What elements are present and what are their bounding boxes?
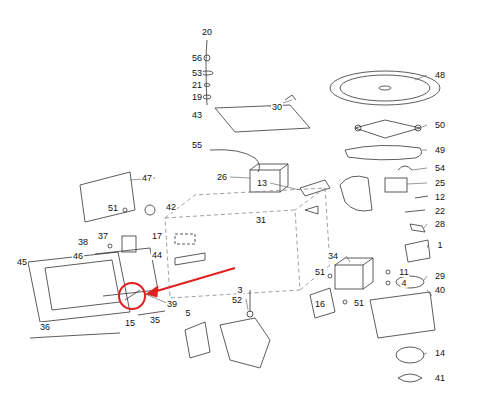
callout-number: 51	[314, 267, 326, 277]
mount-plate	[370, 292, 435, 338]
callout-number: 12	[434, 192, 446, 202]
turntable-hub	[379, 86, 391, 90]
washer	[204, 84, 210, 87]
callout-number: 54	[434, 163, 446, 173]
bracket	[305, 206, 318, 214]
callout-number: 25	[434, 178, 446, 188]
callout-number: 48	[434, 70, 446, 80]
leader-lines	[130, 75, 432, 354]
callout-number: 28	[434, 219, 446, 229]
bracket	[185, 322, 210, 358]
roller	[355, 125, 361, 131]
callout-number: 45	[16, 257, 28, 267]
turntable	[330, 71, 440, 105]
callout-number: 37	[97, 231, 109, 241]
diode	[405, 210, 425, 212]
callout-number: 53	[191, 68, 203, 78]
roller-support	[355, 120, 420, 138]
lamp	[145, 205, 155, 215]
fan-motor	[396, 276, 424, 288]
callout-number: 15	[124, 318, 136, 328]
door	[28, 252, 130, 322]
callout-number: 56	[191, 53, 203, 63]
callout-number: 19	[191, 92, 203, 102]
callout-number: 16	[314, 299, 326, 309]
callout-number: 29	[434, 271, 446, 281]
washer	[204, 55, 210, 61]
clip	[285, 95, 296, 100]
magnetron	[335, 258, 373, 289]
callout-number: 50	[434, 120, 446, 130]
screw	[386, 270, 390, 274]
duct	[340, 176, 372, 211]
callout-number: 36	[39, 322, 51, 332]
fan-cover	[398, 374, 422, 382]
callout-number: 5	[184, 308, 191, 318]
callout-number: 11	[398, 267, 409, 277]
magnetron	[335, 265, 363, 289]
mounting-plate	[215, 105, 310, 132]
callout-number: 42	[165, 202, 177, 212]
callout-number: 39	[166, 299, 178, 309]
latch	[175, 234, 195, 244]
door-window	[45, 260, 120, 310]
switch	[300, 180, 330, 196]
clip	[398, 166, 412, 170]
callout-number: 49	[434, 145, 446, 155]
fuse-holder	[410, 224, 425, 232]
callout-number: 41	[434, 373, 446, 383]
callout-number: 21	[191, 80, 203, 90]
callout-number: 47	[141, 173, 153, 183]
callout-number: 26	[216, 172, 228, 182]
screw	[386, 281, 390, 285]
callout-number: 51	[353, 298, 365, 308]
screw	[343, 300, 347, 304]
callout-number: 51	[107, 203, 119, 213]
air-duct	[220, 318, 270, 368]
nut	[247, 311, 253, 317]
screw	[123, 208, 127, 212]
callout-number: 43	[191, 110, 203, 120]
bushing	[203, 95, 211, 99]
turntable-rim	[340, 75, 430, 101]
callout-number: 30	[271, 102, 283, 112]
bracket	[175, 253, 205, 265]
trim	[30, 333, 120, 338]
screw	[108, 244, 112, 248]
callout-number: 44	[151, 250, 163, 260]
callout-number: 40	[434, 285, 446, 295]
callout-number: 13	[256, 178, 268, 188]
callout-number: 22	[434, 206, 446, 216]
callout-number: 17	[151, 231, 163, 241]
choke	[95, 248, 158, 296]
transformer	[250, 170, 280, 192]
callout-number: 52	[231, 295, 243, 305]
fan-blade	[396, 347, 424, 363]
callout-number: 14	[434, 348, 446, 358]
belt	[345, 145, 422, 159]
capacitor	[385, 178, 407, 192]
thermal-cutout	[310, 288, 335, 318]
callout-number: 55	[191, 140, 203, 150]
callout-number: 38	[77, 237, 89, 247]
callout-number: 31	[255, 215, 267, 225]
highlight-circle	[119, 283, 145, 309]
screw	[415, 196, 428, 198]
hinge-pin	[125, 290, 140, 300]
callout-number: 46	[72, 251, 84, 261]
panel	[80, 172, 135, 222]
callout-number: 20	[201, 27, 213, 37]
screw	[328, 274, 332, 278]
stud	[250, 290, 251, 312]
pointer-arrow	[150, 268, 235, 293]
callout-number: 1	[436, 240, 443, 250]
callout-number: 34	[327, 251, 339, 261]
callout-number: 3	[236, 285, 243, 295]
bracket	[405, 240, 430, 262]
callout-number: 35	[149, 315, 161, 325]
transformer	[250, 164, 288, 192]
callout-number: 4	[400, 278, 407, 288]
